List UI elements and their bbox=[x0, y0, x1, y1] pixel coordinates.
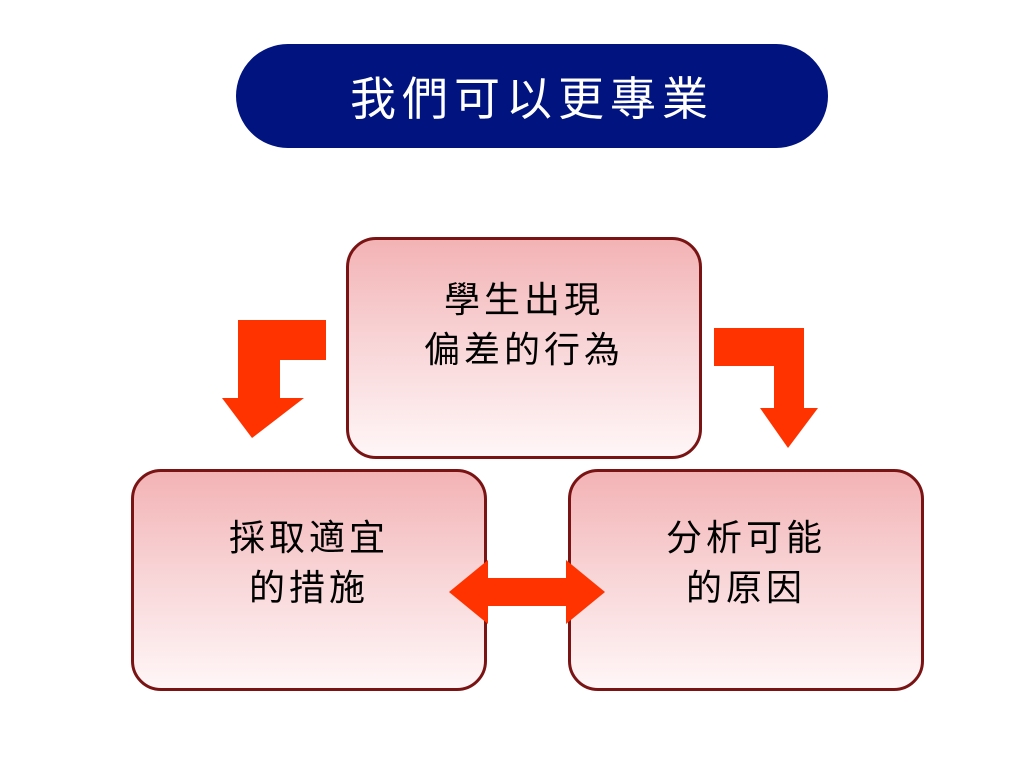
node-right-line2: 的原因 bbox=[685, 568, 806, 609]
node-top-line2: 偏差的行為 bbox=[423, 330, 624, 371]
page-title: 我們可以更專業 bbox=[350, 72, 714, 126]
title-banner: 我們可以更專業 bbox=[236, 44, 828, 148]
node-take-measures: 採取適宜 的措施 bbox=[131, 469, 487, 691]
node-left-line2: 的措施 bbox=[248, 568, 369, 609]
node-top-line1: 學生出現 bbox=[443, 280, 604, 321]
node-left-line1: 採取適宜 bbox=[228, 518, 389, 559]
arrow-left-bent-down bbox=[222, 320, 326, 438]
arrow-double-horizontal bbox=[449, 560, 605, 624]
node-student-behavior: 學生出現 偏差的行為 bbox=[346, 237, 702, 459]
arrow-right-bent-down bbox=[714, 328, 818, 448]
node-right-line1: 分析可能 bbox=[665, 518, 826, 559]
node-analyze-causes: 分析可能 的原因 bbox=[568, 469, 924, 691]
